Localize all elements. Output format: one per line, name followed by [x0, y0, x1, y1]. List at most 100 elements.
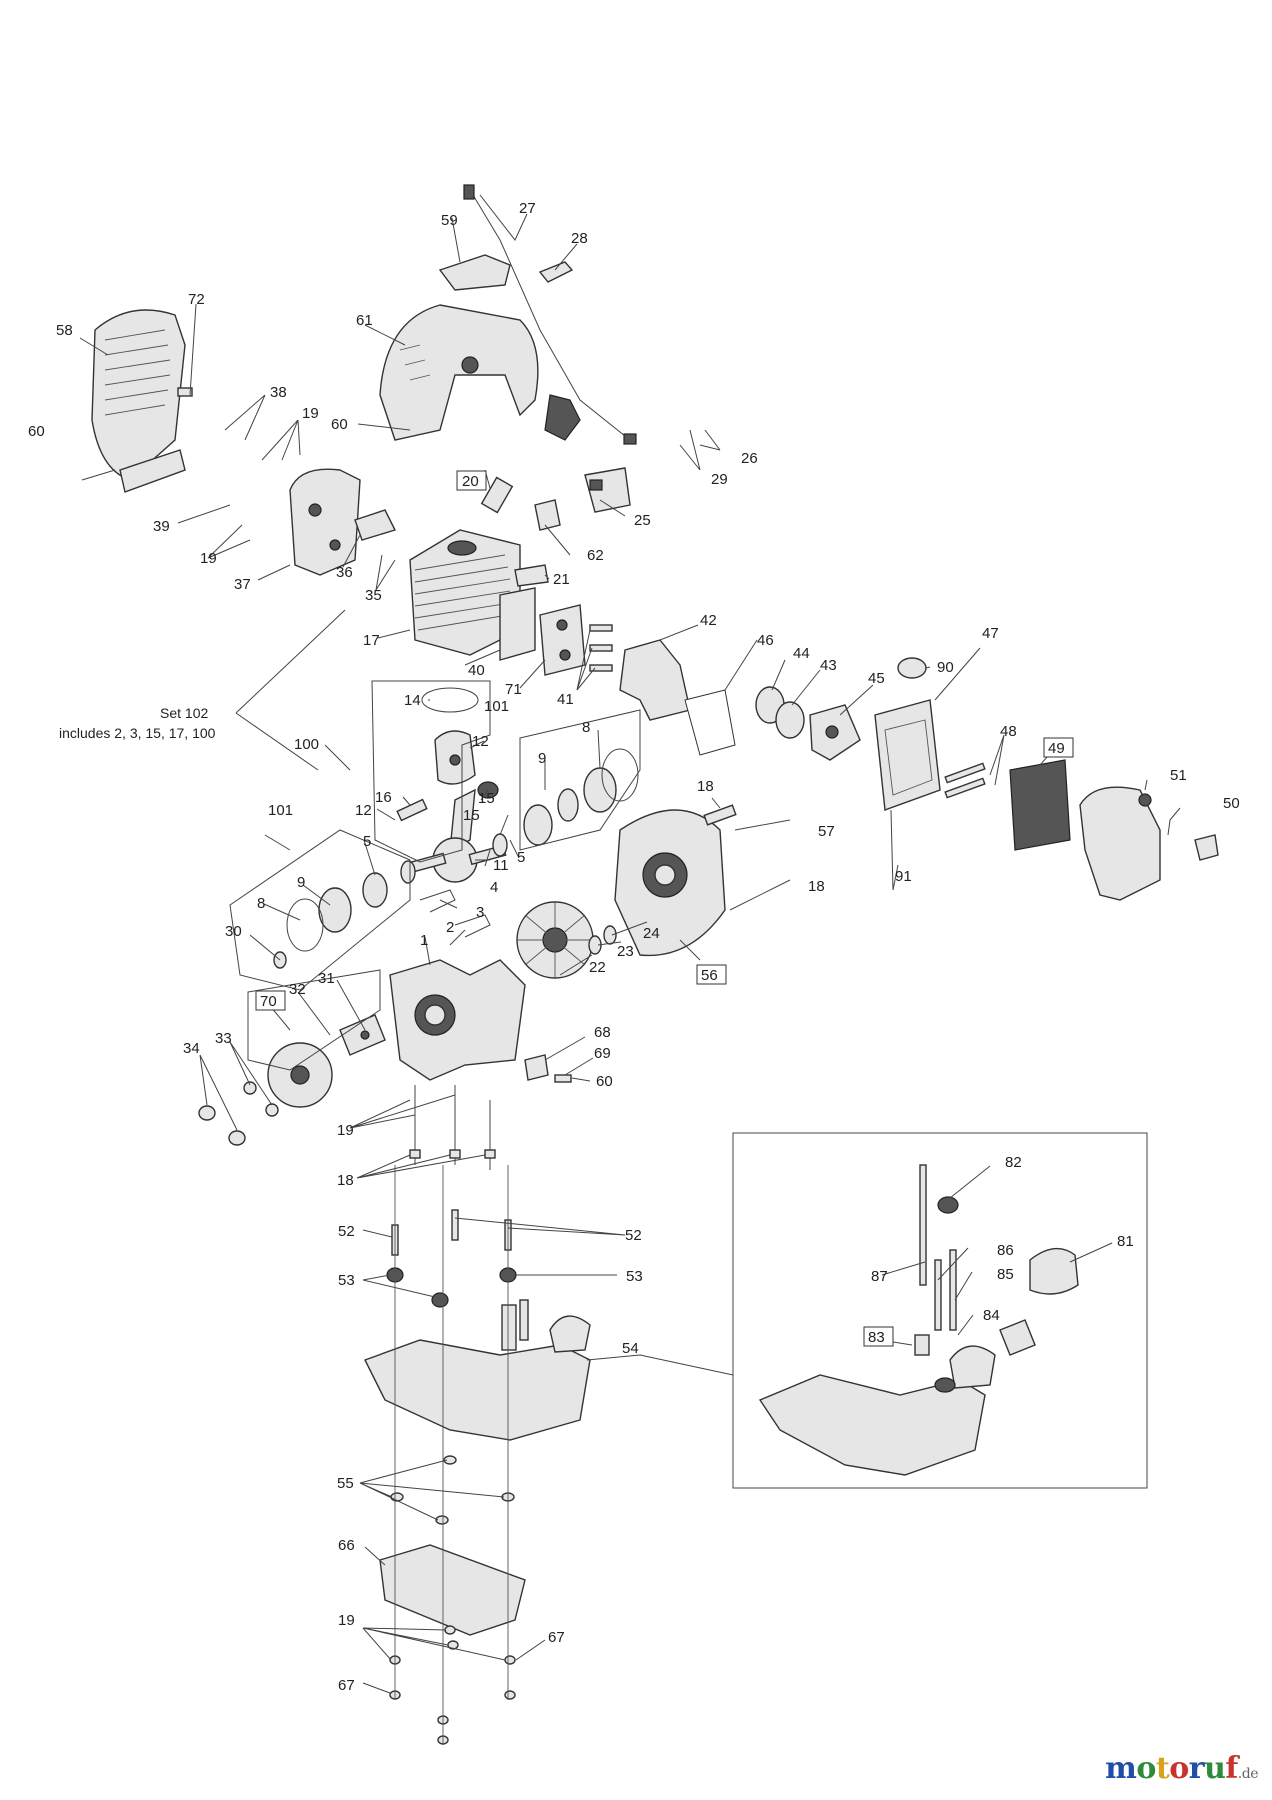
callout-27: 27: [519, 200, 536, 217]
callout-31: 31: [318, 970, 335, 987]
primer-bulb-part: [897, 657, 927, 679]
callout-46: 46: [757, 632, 774, 649]
callout-52-left: 52: [338, 1223, 355, 1240]
logo-letter: o: [1169, 1751, 1189, 1786]
callout-48: 48: [1000, 723, 1017, 740]
muffler-cover-part: [91, 309, 186, 493]
callout-17: 17: [363, 632, 380, 649]
callout-19-upper: 19: [302, 405, 319, 422]
callout-4: 4: [490, 879, 498, 896]
callout-56: 56: [701, 967, 718, 984]
callout-23: 23: [617, 943, 634, 960]
callout-5-left: 5: [363, 833, 371, 850]
retaining-clips-part: [419, 889, 491, 938]
callout-52-right: 52: [625, 1227, 642, 1244]
starter-housing-part: [614, 809, 726, 957]
logo-letter: r: [1188, 1751, 1205, 1786]
callout-20: 20: [462, 473, 479, 490]
callout-83: 83: [868, 1329, 885, 1346]
callout-91: 91: [895, 868, 912, 885]
spacer-part: [755, 686, 805, 739]
callout-1: 1: [420, 932, 428, 949]
ignition-coil-part: [584, 467, 631, 513]
air-filter-cover-part: [1079, 786, 1161, 901]
choke-rod-part: [890, 809, 894, 891]
bracket-part: [619, 639, 691, 721]
callout-49: 49: [1048, 740, 1065, 757]
callout-33: 33: [215, 1030, 232, 1047]
grommets-part: [386, 1267, 517, 1308]
callout-61: 61: [356, 312, 373, 329]
base-plate-part: [379, 1544, 526, 1636]
callout-12-upper: 12: [472, 733, 489, 750]
set-note-line2: includes 2, 3, 15, 17, 100: [59, 725, 216, 741]
motoruf-logo: motoruf.de: [1105, 1751, 1258, 1786]
callout-86: 86: [997, 1242, 1014, 1259]
callout-53-right: 53: [626, 1268, 643, 1285]
callout-14: 14: [404, 692, 421, 709]
muffler-part: [289, 468, 361, 576]
cable-clip-part: [538, 261, 574, 283]
callout-58: 58: [56, 322, 73, 339]
callout-60-left: 60: [28, 423, 45, 440]
cover-cap-part: [438, 254, 511, 291]
callout-50: 50: [1223, 795, 1240, 812]
callout-42: 42: [700, 612, 717, 629]
callout-69: 69: [594, 1045, 611, 1062]
callout-37: 37: [234, 576, 251, 593]
callout-87: 87: [871, 1268, 888, 1285]
piston-pin-part: [396, 798, 428, 822]
mounting-bolts-part: [409, 1085, 496, 1170]
logo-letter: u: [1204, 1751, 1226, 1786]
callout-19-mid: 19: [200, 550, 217, 567]
boxed-label-frames: [255, 470, 1074, 1347]
washers-part: [390, 1455, 515, 1525]
set-note-line1: Set 102: [160, 705, 208, 721]
callout-28: 28: [571, 230, 588, 247]
callout-30: 30: [225, 923, 242, 940]
callout-32: 32: [289, 981, 306, 998]
cylinder-part: [409, 529, 521, 656]
clutch-part: [267, 1014, 386, 1108]
callout-34: 34: [183, 1040, 200, 1057]
callout-90: 90: [937, 659, 954, 676]
piston-part: [434, 730, 476, 785]
parts-illustration: [91, 184, 1219, 1745]
clutch-bolts-part: [198, 1081, 279, 1146]
callout-15-lower: 15: [463, 807, 480, 824]
callout-54: 54: [622, 1340, 639, 1357]
callout-100: 100: [294, 736, 319, 753]
callout-57: 57: [818, 823, 835, 840]
logo-letter: m: [1105, 1751, 1137, 1786]
callout-15-upper: 15: [478, 790, 495, 807]
callout-25: 25: [634, 512, 651, 529]
clamp-part: [534, 499, 561, 531]
callout-85: 85: [997, 1266, 1014, 1283]
flywheel-part: [516, 901, 594, 979]
crank-bearings-left-part: [273, 860, 416, 969]
callout-21: 21: [553, 571, 570, 588]
logo-letter: o: [1136, 1751, 1156, 1786]
logo-tld: .de: [1237, 1766, 1259, 1782]
filter-screws-part: [944, 762, 986, 799]
callout-101-upper: 101: [484, 698, 509, 715]
callout-8-upper: 8: [582, 719, 590, 736]
callout-11: 11: [493, 857, 509, 874]
intake-insulator-part: [499, 587, 586, 676]
crankcase-part: [389, 959, 526, 1081]
callout-35: 35: [365, 587, 382, 604]
callout-39: 39: [153, 518, 170, 535]
callout-47: 47: [982, 625, 999, 642]
callout-9-lower: 9: [297, 874, 305, 891]
callout-18-lower: 18: [337, 1172, 354, 1189]
callout-60-cover: 60: [331, 416, 348, 433]
fuel-tank-part: [364, 1299, 591, 1441]
callout-36: 36: [336, 564, 353, 581]
callout-44: 44: [793, 645, 810, 662]
callout-18-mid: 18: [808, 878, 825, 895]
callout-62: 62: [587, 547, 604, 564]
flywheel-nut-part: [588, 925, 617, 955]
logo-letter: f: [1225, 1751, 1238, 1786]
set-102-note: Set 102 includes 2, 3, 15, 17, 100: [59, 609, 346, 771]
